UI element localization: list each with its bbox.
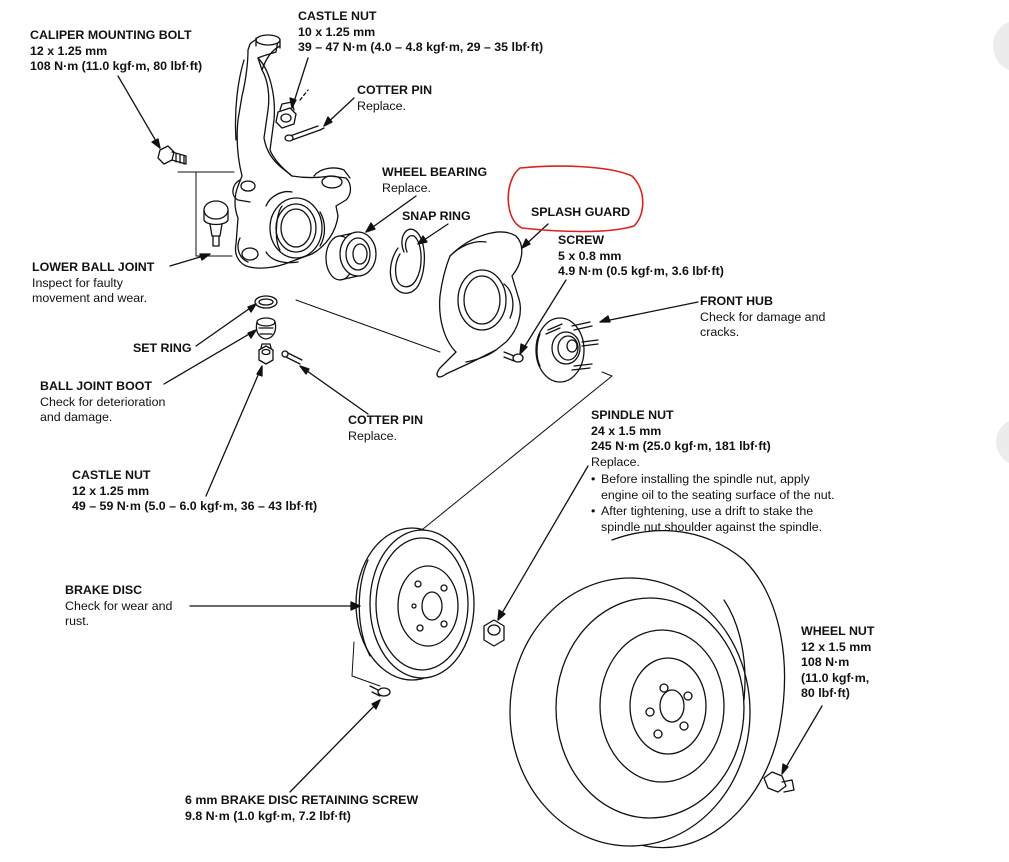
wheel-bearing-note: Replace. [382, 180, 431, 195]
leader-lines [117, 57, 823, 793]
edge-shadow-top [993, 20, 1009, 72]
castle-nut-bottom-title: CASTLE NUT [72, 468, 151, 482]
splash-guard-part [436, 231, 523, 378]
spindle-nut-bullet-2: • After tightening, use a drift to stake… [591, 504, 822, 534]
ball-joint-boot-title: BALL JOINT BOOT [40, 379, 152, 393]
castle-nut-top-spec2: 39 – 47 N·m (4.0 – 4.8 kgf·m, 29 – 35 lb… [298, 40, 544, 54]
label-lower-ball-joint: LOWER BALL JOINT Inspect for faulty move… [32, 260, 154, 307]
label-wheel-nut: WHEEL NUT 12 x 1.5 mm 108 N·m (11.0 kgf·… [801, 624, 874, 702]
spindle-nut-spec2: 245 N·m (25.0 kgf·m, 181 lbf·ft) [591, 439, 771, 453]
splash-guard-title: SPLASH GUARD [531, 205, 631, 219]
label-spindle-nut: SPINDLE NUT 24 x 1.5 mm 245 N·m (25.0 kg… [591, 408, 771, 470]
wheel-nut-spec4: 80 lbf·ft) [801, 686, 850, 700]
label-screw: SCREW 5 x 0.8 mm 4.9 N·m (0.5 kgf·m, 3.6… [558, 233, 724, 280]
spindle-nut-bullet-1-line2: engine oil to the seating surface of the… [601, 487, 835, 502]
snap-ring-part [389, 228, 426, 294]
brake-disc-note1: Check for wear and [65, 598, 173, 613]
spindle-nut-bullet-2-line2: spindle nut shoulder against the spindle… [601, 519, 823, 534]
wheel-nut-part [763, 771, 795, 793]
cotter-pin-bottom-title: COTTER PIN [348, 413, 424, 427]
lower-ball-joint-note2: movement and wear. [32, 291, 148, 305]
castle-nut-bottom-spec1: 12 x 1.25 mm [72, 483, 150, 498]
castle-nut-top-spec1: 10 x 1.25 mm [298, 24, 376, 39]
set-ring-part [254, 295, 278, 309]
spindle-nut-part [483, 619, 505, 647]
wheel-bearing-title: WHEEL BEARING [382, 165, 488, 179]
brake-disc-part [355, 527, 475, 681]
cotter-pin-top-title: COTTER PIN [357, 83, 433, 97]
retaining-screw-spec1: 9.8 N·m (1.0 kgf·m, 7.2 lbf·ft) [185, 808, 351, 823]
label-castle-nut-top: CASTLE NUT 10 x 1.25 mm 39 – 47 N·m (4.0… [298, 9, 543, 56]
screw-spec1: 5 x 0.8 mm [558, 248, 622, 263]
ball-joint-boot-note2: and damage. [40, 410, 113, 424]
front-hub-part [535, 317, 599, 383]
caliper-bolt-title: CALIPER MOUNTING BOLT [30, 28, 192, 42]
edge-shadow-bottom [996, 418, 1009, 466]
caliper-mounting-bolt [157, 145, 187, 165]
screw-spec2: 4.9 N·m (0.5 kgf·m, 3.6 lbf·ft) [558, 264, 724, 278]
spindle-nut-title: SPINDLE NUT [591, 408, 674, 422]
label-brake-disc-retaining-screw: 6 mm BRAKE DISC RETAINING SCREW 9.8 N·m … [185, 793, 418, 824]
label-caliper-mounting-bolt: CALIPER MOUNTING BOLT 12 x 1.25 mm 108 N… [30, 28, 202, 75]
splash-guard-highlight [507, 165, 644, 233]
lower-ball-joint-part [203, 200, 229, 247]
label-ball-joint-boot: BALL JOINT BOOT Check for deterioration … [40, 379, 165, 426]
wheel-nut-spec1: 12 x 1.5 mm [801, 639, 872, 654]
spindle-nut-bullet-1: • Before installing the spindle nut, app… [591, 472, 835, 502]
spindle-nut-spec1: 24 x 1.5 mm [591, 423, 662, 438]
screw-title: SCREW [558, 233, 605, 247]
cotter-pin-top-note: Replace. [357, 98, 406, 113]
wheel-bearing-part [325, 231, 377, 281]
cotter-pin-bottom-part [281, 350, 303, 365]
wheel-nut-title: WHEEL NUT [801, 624, 875, 638]
disc-retaining-screw-part [369, 685, 391, 697]
castle-nut-bottom-spec2: 49 – 59 N·m (5.0 – 6.0 kgf·m, 36 – 43 lb… [72, 499, 318, 513]
spindle-nut-note: Replace. [591, 454, 640, 469]
wheel-nut-spec2: 108 N·m [801, 655, 850, 669]
label-castle-nut-bottom: CASTLE NUT 12 x 1.25 mm 49 – 59 N·m (5.0… [72, 468, 317, 515]
wheel-nut-spec3: (11.0 kgf·m, [801, 670, 870, 685]
bullet-dot: • [591, 472, 596, 486]
front-hub-note1: Check for damage and [700, 309, 826, 324]
castle-nut-bottom-part [258, 343, 274, 365]
brake-disc-title: BRAKE DISC [65, 583, 143, 597]
front-hub-note2: cracks. [700, 325, 740, 339]
ball-joint-boot-part [255, 317, 277, 340]
lower-ball-joint-title: LOWER BALL JOINT [32, 260, 155, 274]
wheel-tire-part [509, 530, 786, 849]
snap-ring-title: SNAP RING [402, 209, 471, 223]
steering-knuckle [232, 34, 352, 269]
caliper-bolt-spec1: 12 x 1.25 mm [30, 43, 108, 58]
cotter-pin-top [284, 125, 325, 142]
label-splash-guard: SPLASH GUARD [531, 205, 630, 221]
label-cotter-pin-bottom: COTTER PIN Replace. [348, 413, 423, 444]
label-set-ring: SET RING [133, 341, 192, 357]
label-wheel-bearing: WHEEL BEARING Replace. [382, 165, 487, 196]
splash-guard-screw-part [503, 351, 524, 363]
brake-disc-note2: rust. [65, 614, 90, 628]
front-hub-title: FRONT HUB [700, 294, 773, 308]
label-front-hub: FRONT HUB Check for damage and cracks. [700, 294, 825, 341]
castle-nut-top [275, 89, 309, 129]
cotter-pin-bottom-note: Replace. [348, 428, 397, 443]
spindle-nut-bullet-2-line1: After tightening, use a drift to stake t… [601, 504, 814, 518]
retaining-screw-title: 6 mm BRAKE DISC RETAINING SCREW [185, 793, 419, 807]
label-snap-ring: SNAP RING [402, 209, 471, 225]
set-ring-title: SET RING [133, 341, 192, 355]
spindle-nut-bullet-1-line1: Before installing the spindle nut, apply [601, 472, 810, 486]
caliper-bolt-spec2: 108 N·m (11.0 kgf·m, 80 lbf·ft) [30, 59, 203, 73]
lower-ball-joint-note1: Inspect for faulty [32, 275, 123, 290]
label-brake-disc: BRAKE DISC Check for wear and rust. [65, 583, 172, 630]
ball-joint-boot-note1: Check for deterioration [40, 394, 166, 409]
castle-nut-top-title: CASTLE NUT [298, 9, 377, 23]
label-cotter-pin-top: COTTER PIN Replace. [357, 83, 432, 114]
bullet-dot: • [591, 504, 596, 518]
